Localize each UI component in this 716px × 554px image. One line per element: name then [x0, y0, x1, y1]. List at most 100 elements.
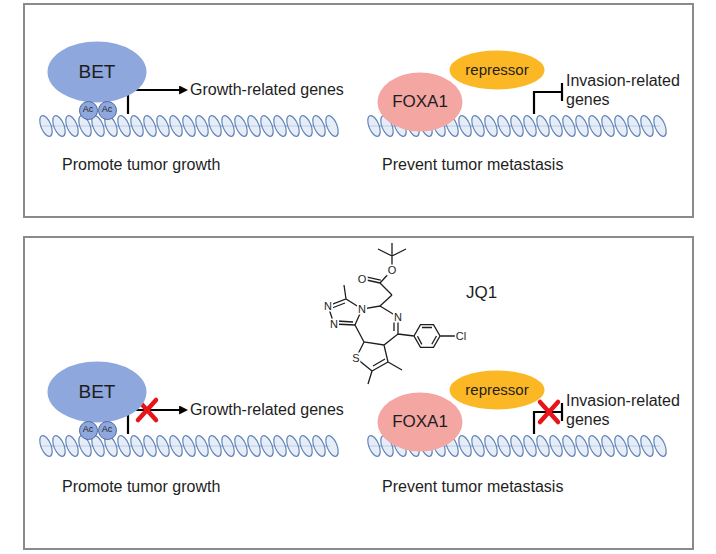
- ellipse-shape: [48, 42, 147, 103]
- acetyl-mark: Ac: [79, 421, 98, 440]
- gene-label: Invasion-related genes: [566, 71, 688, 109]
- dna-turn: [651, 434, 669, 458]
- circle-shape: [79, 421, 97, 439]
- atom-label: N: [357, 304, 367, 315]
- repressor-protein: repressor: [449, 370, 545, 410]
- molecule-bonds: [328, 243, 458, 384]
- dna-turn: [154, 114, 172, 138]
- dna-turn: [115, 114, 133, 138]
- foxa1-protein: FOXA1: [377, 392, 463, 452]
- dna-turn: [206, 114, 224, 138]
- ellipse-shape: [378, 393, 463, 452]
- outcome-label: Promote tumor growth: [62, 155, 220, 174]
- dna-turn: [573, 434, 591, 458]
- circle-shape: [98, 421, 116, 439]
- node-label: repressor: [465, 382, 528, 399]
- gene-label: Growth-related genes: [190, 400, 344, 419]
- node-label: BET: [79, 382, 116, 403]
- dna-turn: [141, 434, 159, 458]
- dna-turn: [128, 114, 146, 138]
- node-label: Ac: [102, 105, 113, 115]
- node-label: repressor: [465, 62, 528, 79]
- dna-turn: [495, 434, 513, 458]
- dna-turn: [180, 434, 198, 458]
- activation-arrow: [128, 90, 180, 114]
- dna-turn: [167, 434, 185, 458]
- dna-turn: [323, 114, 341, 138]
- dna-turn: [625, 434, 643, 458]
- ellipse-shape: [450, 51, 545, 90]
- dna-turn: [638, 114, 656, 138]
- foxa1-protein: FOXA1: [377, 72, 463, 132]
- dna-turn: [495, 114, 513, 138]
- dna-turn: [638, 434, 656, 458]
- dna-turn: [365, 434, 383, 458]
- ellipse-shape: [378, 73, 463, 132]
- dna-turn: [128, 434, 146, 458]
- dna-turn: [456, 114, 474, 138]
- acetyl-mark: Ac: [98, 101, 117, 120]
- panel-frame: [24, 237, 693, 549]
- node-label: BET: [79, 62, 116, 83]
- dna-turn: [573, 114, 591, 138]
- atom-label: N: [393, 312, 403, 323]
- dna-turn: [547, 434, 565, 458]
- block-mark: [540, 402, 558, 422]
- dna-turn: [284, 114, 302, 138]
- dna-turn: [310, 114, 328, 138]
- dna-turn: [482, 114, 500, 138]
- dna-turn: [323, 434, 341, 458]
- panel-frame: [24, 4, 693, 217]
- dna-turn: [599, 114, 617, 138]
- dna-turn: [206, 434, 224, 458]
- dna-turn: [258, 434, 276, 458]
- dna-turn: [625, 114, 643, 138]
- dna-turn: [167, 114, 185, 138]
- dna-turn: [297, 434, 315, 458]
- dna-turn: [193, 434, 211, 458]
- dna-turn: [37, 434, 55, 458]
- dna-turn: [271, 434, 289, 458]
- acetyl-mark: Ac: [98, 421, 117, 440]
- activation-arrow: [128, 410, 180, 434]
- dna-turn: [508, 434, 526, 458]
- dna-turn: [612, 434, 630, 458]
- dna-turn: [547, 114, 565, 138]
- outcome-label: Promote tumor growth: [62, 477, 220, 496]
- dna-turn: [651, 114, 669, 138]
- circle-shape: [79, 101, 97, 119]
- dna-turn: [534, 434, 552, 458]
- bet-protein: BET: [47, 41, 147, 103]
- dna-turn: [365, 114, 383, 138]
- dna-turn: [180, 114, 198, 138]
- dna-turn: [245, 114, 263, 138]
- atom-label: N: [323, 301, 333, 312]
- dna-turn: [63, 434, 81, 458]
- dna-turn: [37, 114, 55, 138]
- dna-turn: [297, 114, 315, 138]
- dna-turn: [219, 114, 237, 138]
- dna-turn: [521, 434, 539, 458]
- repression-arrow: [534, 403, 562, 434]
- dna-turn: [258, 114, 276, 138]
- dna-turn: [284, 434, 302, 458]
- node-label: Ac: [83, 105, 94, 115]
- repressor-protein: repressor: [449, 50, 545, 90]
- dna-turn: [232, 434, 250, 458]
- dna-turn: [219, 434, 237, 458]
- circle-shape: [98, 101, 116, 119]
- atom-label: S: [351, 353, 360, 364]
- dna-turn: [456, 434, 474, 458]
- bet-protein: BET: [47, 361, 147, 423]
- outcome-label: Prevent tumor metastasis: [382, 155, 563, 174]
- dna-turn: [508, 114, 526, 138]
- atom-label: N: [329, 319, 339, 330]
- ellipse-shape: [450, 371, 545, 410]
- dna-turn: [232, 114, 250, 138]
- atom-label: Cl: [455, 331, 467, 342]
- node-label: Ac: [102, 425, 113, 435]
- dna-turn: [50, 114, 68, 138]
- ellipse-shape: [48, 362, 147, 423]
